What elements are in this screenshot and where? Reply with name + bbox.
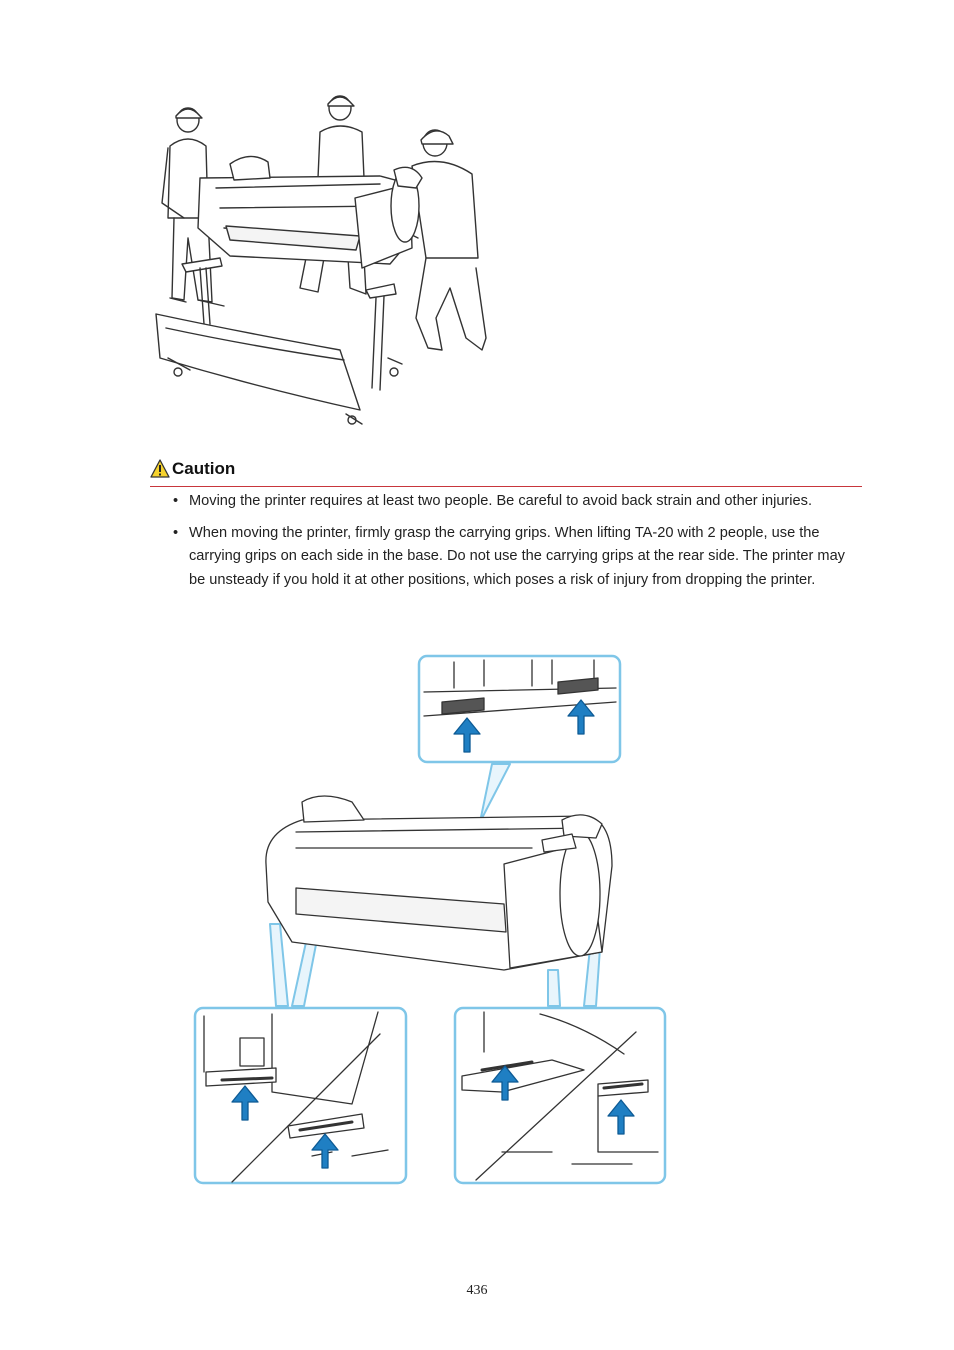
callout-pointer-top bbox=[479, 763, 511, 823]
caution-header: Caution bbox=[150, 458, 862, 487]
page-number: 436 bbox=[466, 1283, 488, 1298]
printer-drawing bbox=[265, 795, 613, 971]
list-item: • Moving the printer requires at least t… bbox=[170, 490, 860, 514]
printer-stand-drawing bbox=[155, 257, 403, 425]
up-arrow-icon bbox=[231, 1085, 259, 1121]
callout-right-grips bbox=[453, 1006, 667, 1185]
up-arrow-icon bbox=[567, 699, 595, 735]
list-item: • When moving the printer, firmly grasp … bbox=[170, 522, 860, 593]
up-arrow-icon bbox=[311, 1133, 339, 1169]
people-carrying-printer-illustration bbox=[155, 95, 487, 425]
bullet-glyph: • bbox=[173, 493, 179, 509]
person-middle-figure bbox=[299, 95, 367, 295]
caution-item-text: When moving the printer, firmly grasp th… bbox=[189, 524, 845, 588]
warning-triangle-icon bbox=[150, 459, 170, 478]
up-arrow-icon bbox=[491, 1065, 519, 1101]
bullet-glyph: • bbox=[173, 524, 179, 541]
caution-list: • Moving the printer requires at least t… bbox=[170, 490, 860, 600]
printer-body-drawing bbox=[197, 155, 423, 269]
caution-title: Caution bbox=[172, 459, 236, 478]
up-arrow-icon bbox=[453, 717, 481, 753]
up-arrow-icon bbox=[607, 1099, 635, 1135]
callout-left-grips bbox=[193, 1006, 408, 1185]
caution-item-text: Moving the printer requires at least two… bbox=[189, 493, 813, 509]
callout-rear-grips bbox=[417, 654, 622, 764]
carrying-grips-illustration bbox=[193, 654, 667, 1185]
